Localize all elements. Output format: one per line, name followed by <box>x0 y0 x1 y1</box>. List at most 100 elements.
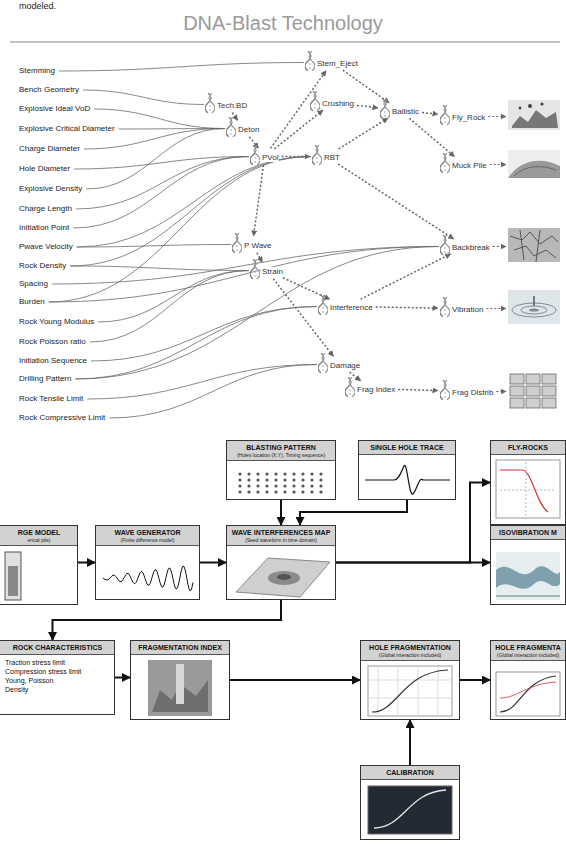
input-parameter: Bench Geometry <box>18 85 80 95</box>
model-node: Fly_Rock <box>440 110 486 123</box>
box-title: FLY-ROCKS <box>494 443 562 452</box>
node-label: Vibration <box>451 305 484 314</box>
model-node: Tech.BD <box>205 98 248 111</box>
helix-strand <box>205 93 211 113</box>
node-label: RBT <box>323 153 341 162</box>
title-rule <box>10 41 560 43</box>
blast-hole <box>319 484 322 487</box>
helix-rung <box>230 120 232 134</box>
input-parameter: Drilling Pattern <box>18 374 72 384</box>
vibration-picture <box>508 290 560 324</box>
node-label: Tech.BD <box>216 101 248 110</box>
blast-hole <box>319 478 322 481</box>
box-title: HOLE FRAGMENTA <box>494 643 562 652</box>
blast-hole <box>265 484 268 487</box>
picture-pointer <box>493 246 506 247</box>
dna-helix-icon <box>312 145 322 165</box>
blast-hole <box>247 472 250 475</box>
helix-strand <box>380 99 386 119</box>
isovibration-map <box>496 552 560 600</box>
box-subtitle: erical pile) <box>4 537 74 543</box>
box-title: SINGLE HOLE TRACE <box>362 443 452 452</box>
box-title: RGE MODEL <box>4 528 74 537</box>
dependency-arrow <box>343 70 389 103</box>
blast-hole <box>301 490 304 493</box>
helix-strand <box>322 353 328 373</box>
input-wire <box>49 247 439 303</box>
helix-strand <box>318 295 324 315</box>
dna-helix-icon <box>226 117 236 137</box>
blast-hole <box>292 472 295 475</box>
fragmentation-photo <box>148 660 212 716</box>
helix-strand <box>226 117 232 137</box>
dependency-arrow <box>273 279 333 357</box>
picture-pointer <box>486 308 506 309</box>
helix-rung <box>349 380 351 394</box>
node-label: Frag Distrib <box>451 388 494 397</box>
flow-arrow <box>230 679 360 681</box>
helix-strand <box>310 91 316 111</box>
input-parameter: Charge Length <box>18 204 73 214</box>
dependency-arrow <box>398 389 438 390</box>
box-header: ISOVIBRATION M <box>491 526 565 540</box>
box-title: WAVE INTERFERENCES MAP <box>230 528 332 537</box>
flow-arrow <box>53 600 282 640</box>
picture-pointer <box>490 164 506 165</box>
helix-strand <box>230 117 236 137</box>
helix-strand <box>440 380 446 400</box>
dna-helix-icon <box>380 99 390 119</box>
trace-wave <box>365 465 450 494</box>
helix-strand <box>250 259 256 279</box>
helix-strand <box>236 233 242 253</box>
helix-strand <box>444 380 450 400</box>
blast-hole <box>283 484 286 487</box>
model-node: PVol <box>250 150 279 163</box>
input-wire <box>87 365 317 400</box>
dna-helix-icon <box>440 235 450 255</box>
node-label: Strain <box>261 267 284 276</box>
helix-strand <box>316 145 322 165</box>
blast-hole <box>256 490 259 493</box>
box-title: ROCK CHARACTERISTICS <box>4 643 111 652</box>
flow-arrow <box>336 483 490 563</box>
blast-hole <box>274 484 277 487</box>
box-text: Compression stress limit <box>5 667 111 676</box>
blast-hole <box>319 472 322 475</box>
box-title: CALIBRATION <box>364 768 456 777</box>
input-parameter: Explosive Ideal VoD <box>18 104 91 114</box>
process-box: ROCK CHARACTERISTICSTraction stress limi… <box>0 640 115 715</box>
process-box: HOLE FRAGMENTA(Global interaction includ… <box>490 640 566 720</box>
box-header: FLY-ROCKS <box>491 441 565 455</box>
model-node: Muck Pile <box>440 158 488 171</box>
box-text: Density <box>5 685 111 694</box>
helix-strand <box>444 105 450 125</box>
box-subtitle: (Holes location (X,Y), Timing sequence) <box>230 452 332 458</box>
blast-hole <box>238 472 241 475</box>
box-header: RGE MODELerical pile) <box>0 526 77 546</box>
blast-hole <box>283 472 286 475</box>
helix-strand <box>250 145 256 165</box>
dna-helix-icon <box>250 259 260 279</box>
input-parameter: Initiation Sequence <box>18 356 88 366</box>
dependency-arrow <box>275 110 323 149</box>
node-label: Frag Index <box>356 385 396 394</box>
helix-rung <box>444 238 446 252</box>
blast-hole <box>265 472 268 475</box>
input-parameter: Rock Compressive Limit <box>18 413 106 423</box>
process-box: SINGLE HOLE TRACE <box>358 440 456 500</box>
flow-arrow <box>200 562 226 564</box>
dna-helix-icon <box>440 153 450 173</box>
helix-strand <box>444 297 450 317</box>
process-box: HOLE FRAGMENTATION(Global interaction in… <box>360 640 460 720</box>
blast-hole <box>247 490 250 493</box>
input-wire <box>73 157 249 229</box>
input-wire <box>70 157 311 267</box>
blast-hole <box>301 484 304 487</box>
helix-rung <box>309 54 311 68</box>
blast-hole <box>274 472 277 475</box>
box-header: HOLE FRAGMENTATION(Global interaction in… <box>361 641 459 661</box>
dna-helix-icon <box>440 105 450 125</box>
hole-grid <box>238 472 322 493</box>
node-label: Muck Pile <box>451 161 488 170</box>
input-wire <box>90 271 249 343</box>
